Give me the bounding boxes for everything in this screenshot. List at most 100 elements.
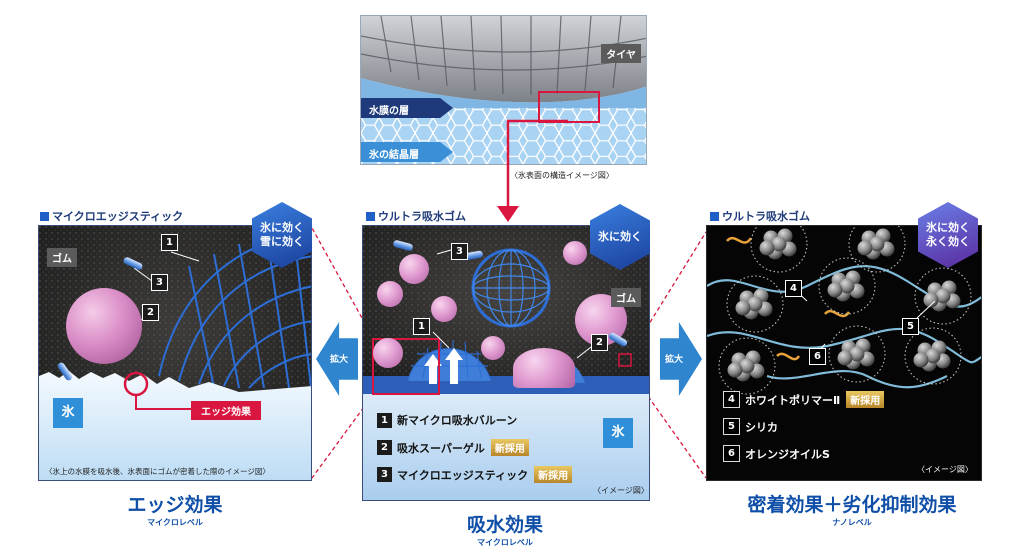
center-number-tag-1: 1 (413, 318, 430, 335)
left-ice-label: 氷 (53, 398, 83, 428)
list-item: 2 吸水スーパーゲル新採用 (377, 439, 529, 456)
list-item: 3 マイクロエッジスティック新採用 (377, 466, 573, 483)
silica-cluster-ring (848, 226, 906, 273)
left-hex-badge-icon: 氷に効く 雪に効く (252, 202, 312, 268)
list-item-label: マイクロエッジスティック (397, 468, 529, 482)
water-balloon-sphere (66, 288, 142, 364)
water-layer-label: 水膜の層 (369, 106, 409, 117)
list-item-label: 吸水スーパーゲル (397, 441, 485, 455)
list-number-icon: 4 (723, 391, 740, 408)
silica-particle (727, 362, 743, 378)
silica-particle (827, 282, 843, 298)
left-title: エッジ効果 (127, 494, 223, 516)
micro-edge-stick-panel: ゴム 1 2 3 氷 エッジ効果 〈氷上の水膜を吸水後、氷表面にゴムが密着した際… (38, 225, 312, 481)
center-title: 吸水効果 (466, 514, 543, 536)
right-number-tag-4: 4 (785, 280, 802, 297)
balloon-sphere (431, 296, 457, 322)
list-number-icon: 1 (377, 412, 392, 428)
left-subtitle: マイクロレベル (147, 518, 203, 527)
silica-particle (849, 346, 865, 362)
new-adoption-badge: 新採用 (846, 391, 885, 408)
silica-particle (869, 236, 885, 252)
ice-layer-label: 氷の結晶層 (369, 150, 419, 161)
nano-illustration (707, 226, 981, 395)
silica-particle (739, 358, 755, 374)
list-number-icon: 2 (377, 440, 392, 455)
silica-cluster-ring (718, 337, 776, 395)
silica-particle (923, 292, 939, 308)
center-ice-label: 氷 (603, 418, 633, 448)
left-number-tag-1: 1 (161, 234, 178, 251)
center-caption: 〈イメージ図〉 (593, 486, 649, 495)
balloon-sphere (481, 336, 505, 360)
left-zoom-arrow-icon: 拡大 (316, 322, 358, 396)
balloon-sphere (563, 241, 587, 265)
silica-particle (837, 350, 853, 366)
top-caption: 〈氷表面の構造イメージ図〉 (510, 171, 614, 180)
center-rubber-label: ゴム (611, 288, 641, 307)
silica-particle (839, 278, 855, 294)
new-adoption-badge: 新採用 (534, 466, 573, 483)
balloon-sphere (377, 281, 403, 307)
micro-edge-illustration (39, 226, 311, 480)
silica-cluster-ring (818, 257, 876, 315)
silica-cluster-ring (904, 327, 962, 385)
silica-particle (735, 300, 751, 316)
silica-particle (913, 352, 929, 368)
left-number-tag-2: 2 (142, 304, 159, 321)
left-number-tag-3: 3 (151, 274, 168, 291)
center-number-tag-2: 2 (591, 334, 608, 351)
water-layer-tag: 水膜の層 (361, 98, 453, 118)
heading-square-icon (40, 212, 49, 221)
balloon-sphere (399, 254, 429, 284)
left-heading: マイクロエッジスティック (40, 208, 183, 224)
right-caption: 〈イメージ図〉 (917, 465, 973, 474)
right-title: 密着効果＋劣化抑制効果 (747, 494, 957, 516)
balloon-sphere (373, 338, 403, 368)
tire-ice-structure-panel: タイヤ 水膜の層 氷の結晶層 (360, 15, 647, 165)
right-zoom-arrow-icon: 拡大 (660, 322, 702, 396)
list-number-icon: 5 (723, 418, 740, 435)
silica-particle (935, 288, 951, 304)
list-item: 5 シリカ (723, 418, 778, 435)
edge-effect-tag: エッジ効果 (191, 401, 261, 420)
silica-particle (857, 240, 873, 256)
list-item-label: オレンジオイルS (745, 447, 830, 461)
heading-square-icon (366, 212, 375, 221)
ice-layer-tag: 氷の結晶層 (361, 142, 453, 162)
super-gel-sphere (513, 348, 575, 388)
right-heading: ウルトラ吸水ゴム (710, 208, 810, 224)
right-subtitle: ナノレベル (832, 518, 872, 527)
left-caption: 〈氷上の水膜を吸水後、氷表面にゴムが密着した際のイメージ図〉 (45, 467, 270, 476)
center-number-tag-3: 3 (451, 243, 468, 260)
list-item: 6 オレンジオイルS (723, 445, 830, 462)
silica-particle (759, 240, 775, 256)
list-item-label: シリカ (745, 420, 778, 434)
silica-cluster-ring (750, 226, 808, 273)
new-adoption-badge: 新採用 (490, 439, 529, 456)
list-item-label: ホワイトポリマーⅡ (745, 393, 841, 407)
down-arrow-icon (497, 206, 519, 222)
silica-particle (925, 348, 941, 364)
silica-cluster-ring (914, 267, 972, 325)
center-hex-badge-icon: 氷に効く (590, 204, 650, 270)
tire-label: タイヤ (601, 44, 641, 63)
list-item: 1 新マイクロ吸水バルーン (377, 412, 517, 428)
nano-level-panel: 4 5 6 4 ホワイトポリマーⅡ 新採用 5 シリカ 6 オレンジオイルS 〈イメージ図〉 (706, 225, 982, 481)
silica-particle (747, 296, 763, 312)
right-number-tag-5: 5 (902, 318, 919, 335)
center-subtitle: マイクロレベル (477, 538, 533, 547)
center-heading: ウルトラ吸水ゴム (366, 208, 466, 224)
silica-cluster-ring (828, 325, 886, 383)
list-item: 4 ホワイトポリマーⅡ 新採用 (723, 391, 885, 408)
right-number-tag-6: 6 (809, 348, 826, 365)
silica-particle (771, 236, 787, 252)
heading-square-icon (710, 212, 719, 221)
right-hex-badge-icon: 氷に効く 永く効く (918, 202, 978, 268)
list-number-icon: 6 (723, 445, 740, 462)
list-number-icon: 3 (377, 467, 392, 482)
silica-cluster-ring (726, 275, 784, 333)
list-item-label: 新マイクロ吸水バルーン (397, 414, 518, 427)
left-rubber-label: ゴム (47, 248, 77, 267)
